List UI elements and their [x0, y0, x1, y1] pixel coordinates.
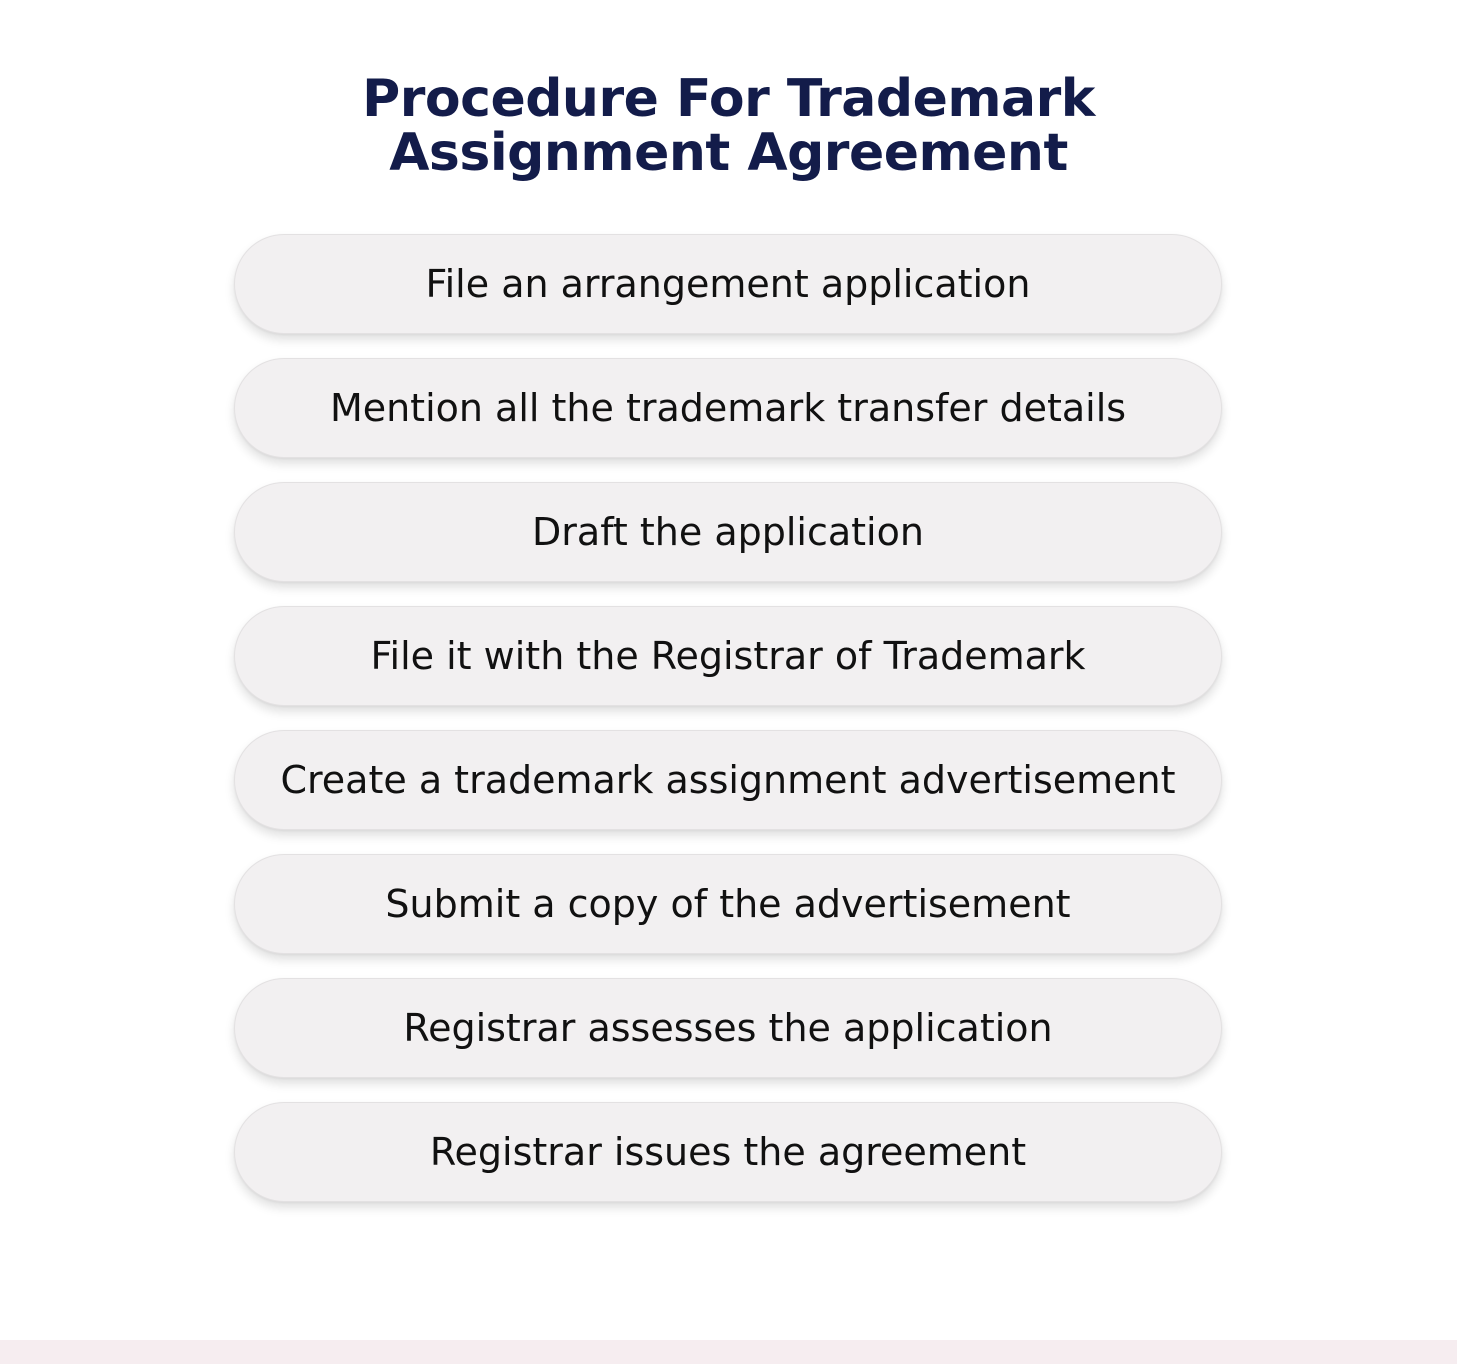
- page-title-line-1: Procedure For Trademark: [362, 69, 1095, 129]
- procedure-step-8: Registrar issues the agreement: [234, 1102, 1222, 1202]
- procedure-step-7: Registrar assesses the application: [234, 978, 1222, 1078]
- procedure-step-5: Create a trademark assignment advertisem…: [234, 730, 1222, 830]
- procedure-step-1: File an arrangement application: [234, 234, 1222, 334]
- procedure-step-6: Submit a copy of the advertisement: [234, 854, 1222, 954]
- procedure-step-3: Draft the application: [234, 482, 1222, 582]
- page-title: Procedure For Trademark Assignment Agree…: [0, 72, 1457, 180]
- procedure-step-2: Mention all the trademark transfer detai…: [234, 358, 1222, 458]
- procedure-step-4: File it with the Registrar of Trademark: [234, 606, 1222, 706]
- footer-band: [0, 1340, 1457, 1364]
- page-title-line-2: Assignment Agreement: [389, 123, 1068, 183]
- procedure-step-list: File an arrangement application Mention …: [234, 234, 1222, 1226]
